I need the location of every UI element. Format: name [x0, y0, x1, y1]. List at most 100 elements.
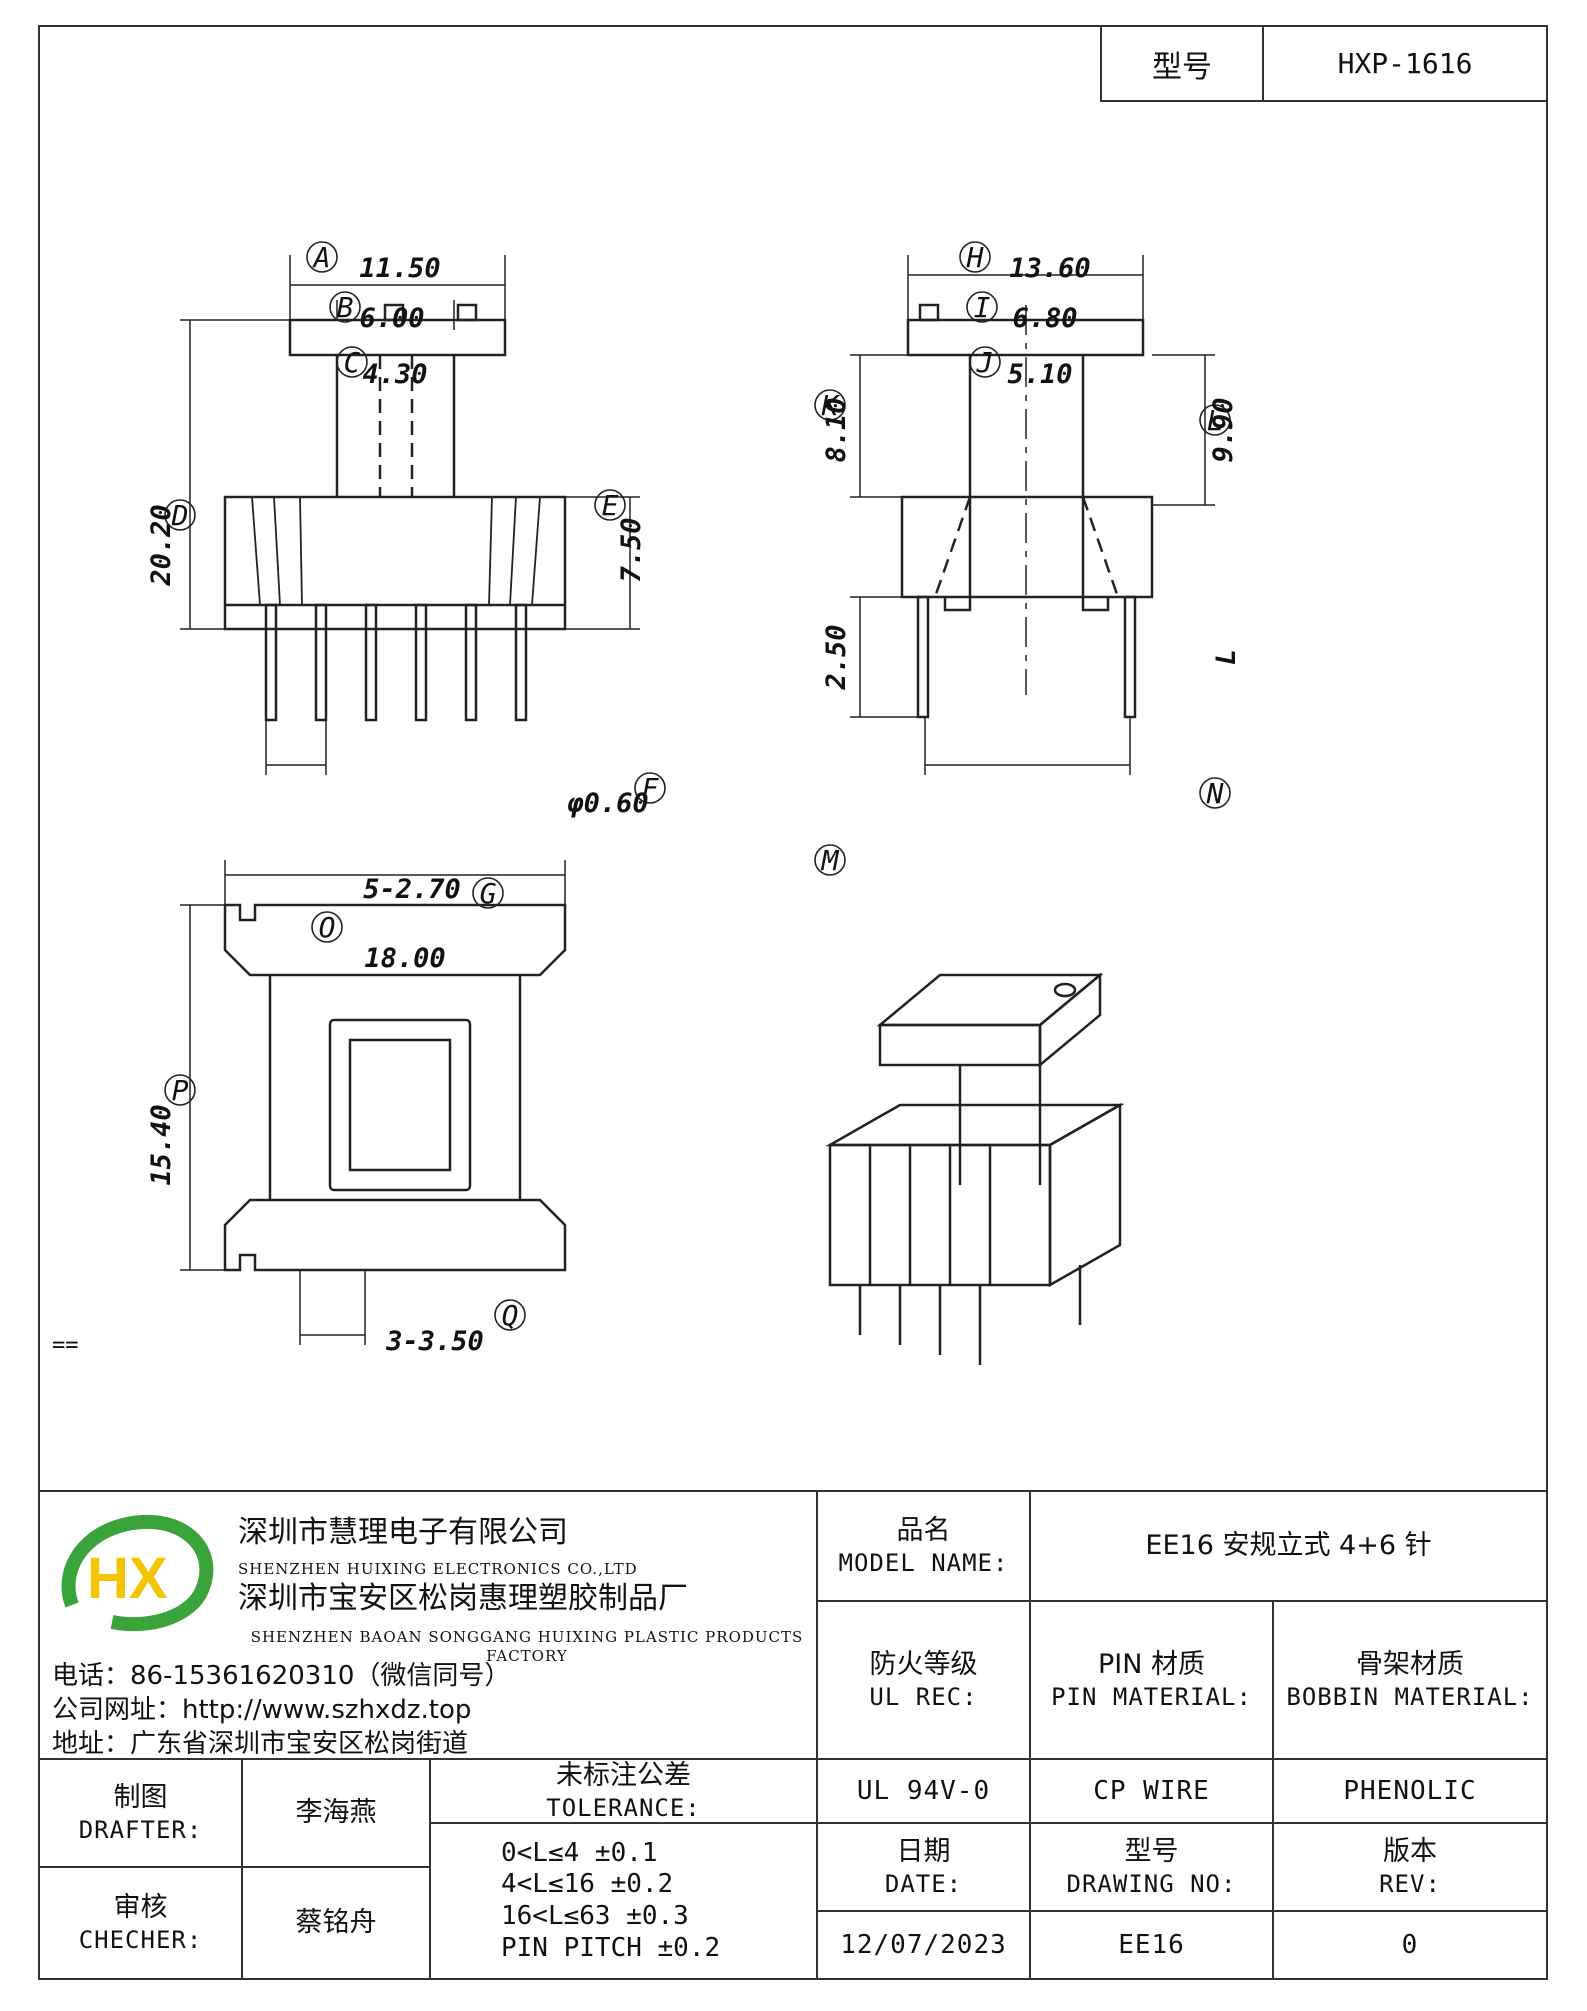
dim-letter-E: E	[594, 489, 626, 522]
ul-cn: 防火等级	[869, 1649, 978, 1681]
rev-cn: 版本	[1383, 1836, 1437, 1868]
date-value: 12/07/2023	[816, 1910, 1031, 1980]
dim-letter-N: N	[1199, 777, 1231, 810]
dim-G-value: 5-2.70	[363, 874, 461, 905]
tolerance-line-1: 0<L≤4 ±0.1	[501, 1837, 658, 1868]
letter-E: E	[602, 489, 619, 522]
dim-E-value: 7.50	[616, 517, 647, 582]
letter-H: H	[966, 241, 984, 274]
rev-en: REV:	[1379, 1869, 1441, 1898]
drawing-no-value: EE16	[1029, 1910, 1274, 1980]
model-label: 型号	[1102, 27, 1264, 100]
tolerance-line-3: 16<L≤63 ±0.3	[501, 1901, 689, 1931]
pin-cn: PIN 材质	[1097, 1649, 1206, 1681]
model-value: HXP-1616	[1337, 47, 1473, 80]
checker-name-text: 蔡铭舟	[295, 1907, 377, 1939]
drawing-value-text: EE16	[1118, 1929, 1185, 1960]
dim-L-value: 9.90	[1208, 397, 1239, 462]
dim-O-value: 18.00	[364, 943, 445, 974]
letter-G: G	[480, 877, 497, 910]
eq-mark: ==	[52, 1333, 79, 1358]
date-cn: 日期	[896, 1836, 951, 1868]
letter-Q: Q	[502, 1299, 519, 1332]
pin-value-text: CP WIRE	[1093, 1775, 1210, 1806]
dim-letter-K: K	[814, 389, 846, 422]
ul-en: UL REC:	[869, 1682, 978, 1711]
dim-letter-F: F	[634, 772, 666, 805]
dim-letter-H: H	[959, 241, 991, 274]
drafter-label: 制图 DRAFTER:	[38, 1758, 243, 1868]
drawing-cn: 型号	[1124, 1836, 1179, 1868]
drawing-no-label: 型号 DRAWING NO:	[1029, 1822, 1274, 1912]
model-name-label: 品名 MODEL NAME:	[816, 1490, 1031, 1602]
company-phone: 电话：86-15361620310（微信同号）	[52, 1661, 511, 1691]
company-logo: HX	[61, 1514, 214, 1632]
dim-letter-D: D	[164, 499, 196, 532]
top-view	[180, 860, 567, 1345]
dim-letter-O: O	[311, 911, 343, 944]
dim-letter-A: A	[306, 241, 338, 274]
letter-K: K	[821, 389, 841, 422]
dim-H-value: 13.60	[1009, 253, 1090, 284]
bobbin-en: BOBBIN MATERIAL:	[1286, 1682, 1534, 1711]
dim-I-value: 6.80	[1012, 303, 1077, 334]
letter-O: O	[319, 911, 336, 944]
letter-N: N	[1206, 777, 1224, 810]
dim-letter-I: I	[966, 291, 998, 324]
model-box: 型号 HXP-1616	[1100, 25, 1548, 102]
model-name-cn: 品名	[896, 1515, 951, 1547]
drawing-en: DRAWING NO:	[1066, 1869, 1237, 1898]
side-view	[850, 255, 1215, 775]
letter-M: M	[821, 844, 840, 877]
drafter-cn: 制图	[113, 1782, 168, 1814]
dim-letter-M: M	[814, 844, 846, 877]
dim-letter-L: L	[1199, 404, 1231, 437]
checker-cn: 审核	[113, 1892, 168, 1924]
title-block: HX 深圳市慧理电子有限公司 SHENZHEN HUIXING ELECTRON…	[38, 1490, 1548, 1980]
dim-K-value: 8.10	[821, 397, 852, 462]
date-label: 日期 DATE:	[816, 1822, 1031, 1912]
letter-D: D	[171, 499, 189, 532]
bobbin-material-label: 骨架材质 BOBBIN MATERIAL:	[1272, 1600, 1548, 1760]
letter-I: I	[974, 291, 991, 324]
dim-letter-J: J	[969, 346, 1001, 379]
dim-F-value: φ0.60	[566, 788, 648, 819]
logo-letters: HX	[87, 1546, 168, 1611]
dim-D-value: 20.20	[146, 504, 177, 586]
drafter-name-text: 李海燕	[295, 1797, 377, 1829]
pin-material-label: PIN 材质 PIN MATERIAL:	[1029, 1600, 1274, 1760]
date-value-text: 12/07/2023	[840, 1929, 1007, 1960]
dim-M-value: 2.50	[821, 624, 852, 690]
letter-A: A	[312, 241, 331, 274]
letter-F: F	[642, 772, 660, 805]
dim-C-value: 4.30	[362, 359, 427, 390]
ul-label: 防火等级 UL REC:	[816, 1600, 1031, 1760]
pin-value: CP WIRE	[1029, 1758, 1274, 1824]
technical-drawing: A B C D E F G H I J K L M N O P Q 11.50 …	[146, 241, 1242, 1365]
letter-J: J	[976, 346, 994, 379]
letter-L: L	[1207, 404, 1224, 437]
drafter-en: DRAFTER:	[78, 1815, 203, 1844]
letter-B: B	[337, 291, 354, 324]
company-info: HX 深圳市慧理电子有限公司 SHENZHEN HUIXING ELECTRON…	[38, 1490, 818, 1760]
dim-letter-C: C	[336, 346, 368, 379]
rev-label: 版本 REV:	[1272, 1822, 1548, 1912]
drafter-name: 李海燕	[241, 1758, 431, 1868]
bobbin-value: PHENOLIC	[1272, 1758, 1548, 1824]
model-name-value-text: EE16 安规立式 4+6 针	[1145, 1530, 1432, 1562]
isometric-view	[825, 972, 1125, 1365]
dim-P-value: 15.40	[146, 1104, 177, 1185]
model-name-en: MODEL NAME:	[838, 1548, 1009, 1577]
ul-value-text: UL 94V-0	[856, 1775, 991, 1806]
front-view	[180, 255, 640, 775]
company-website: 公司网址：http://www.szhxdz.top	[52, 1695, 472, 1725]
dim-letter-G: G	[472, 877, 504, 910]
ul-value: UL 94V-0	[816, 1758, 1031, 1824]
bobbin-value-text: PHENOLIC	[1343, 1775, 1477, 1806]
date-en: DATE:	[884, 1869, 963, 1898]
dim-letter-B: B	[329, 291, 361, 324]
tolerance-line-2: 4<L≤16 ±0.2	[501, 1869, 674, 1900]
pin-en: PIN MATERIAL:	[1051, 1682, 1252, 1711]
tolerance-cn: 未标注公差	[556, 1760, 691, 1792]
company-address: 地址：广东省深圳市宝安区松岗街道	[52, 1729, 469, 1759]
